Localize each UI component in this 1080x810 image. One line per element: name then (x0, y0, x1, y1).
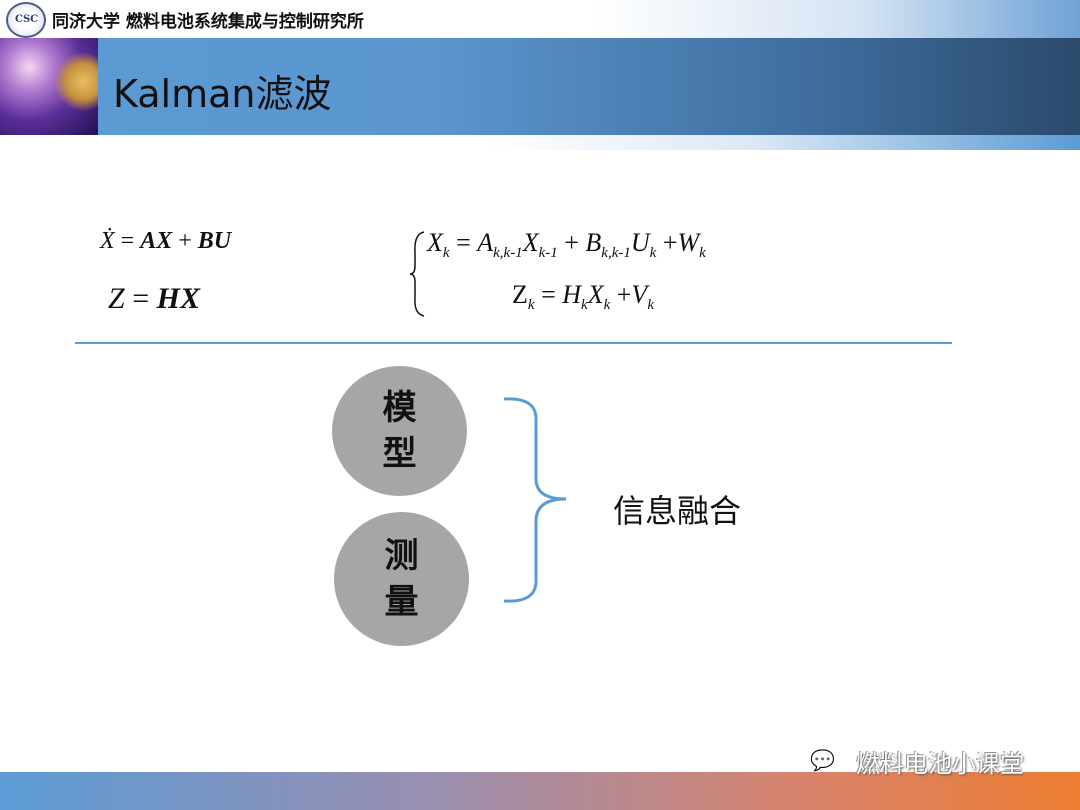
measure-label-2: 量 (384, 582, 419, 622)
title-underline (0, 135, 1080, 150)
model-circle: 模型 (332, 366, 467, 496)
measurement-circle: 测量 (334, 512, 469, 646)
model-label-2: 型 (382, 434, 417, 474)
divider-line (75, 342, 952, 344)
information-fusion-label: 信息融合 (613, 492, 742, 530)
header-strip (0, 0, 1080, 38)
right-brace-icon (503, 397, 567, 603)
institute-name: 同济大学 燃料电池系统集成与控制研究所 (52, 12, 364, 32)
measure-label-1: 测 (384, 536, 419, 576)
equation-discrete-state: Xk = Ak,k-1Xk-1 + Bk,k-1Uk +Wk (427, 228, 706, 261)
university-logo: CSC (6, 2, 46, 38)
equation-discrete-observation: Zk = HkXk +Vk (512, 280, 654, 313)
model-label-1: 模 (382, 388, 417, 428)
wechat-icon: 💬 (810, 748, 835, 772)
watermark: 燃料电池小课堂 (856, 750, 1024, 778)
equation-continuous-state: Ẋ = AX + BU (100, 228, 232, 254)
slide-title: Kalman滤波 (113, 72, 332, 116)
brace-icon (409, 231, 425, 317)
decorative-image (0, 38, 98, 135)
equation-continuous-observation: Z = HX (108, 282, 200, 315)
title-band (0, 38, 1080, 135)
footer-bar (0, 772, 1080, 810)
